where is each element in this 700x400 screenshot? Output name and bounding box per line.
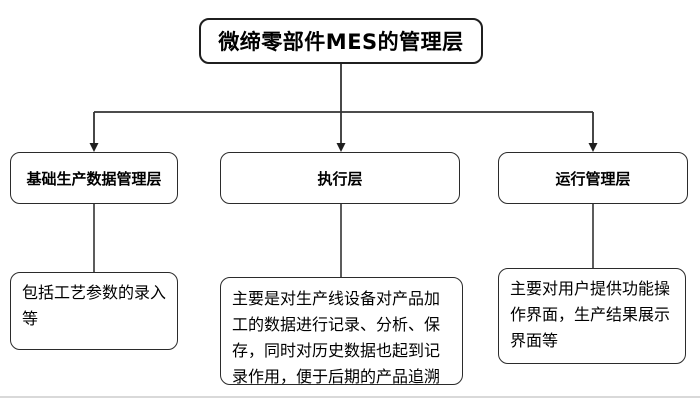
flowchart-node-root: 微缔零部件MES的管理层 [199,18,483,64]
arrowhead-down-icon [89,143,99,152]
flowchart-node-detail-execution-layer: 主要是对生产线设备对产品加工的数据进行记录、分析、保存，同时对历史数据也起到记录… [220,277,463,386]
flowchart-node-header-basic-data-layer: 基础生产数据管理层 [10,152,178,204]
flowchart-node-detail-basic-data-layer: 包括工艺参数的录入等 [10,272,178,350]
arrowhead-down-icon [336,143,346,152]
flowchart-node-header-operation-layer: 运行管理层 [498,152,688,204]
flowchart-node-header-execution-layer: 执行层 [220,152,460,204]
arrowhead-down-icon [588,143,598,152]
bottom-divider [0,396,700,398]
flowchart-node-detail-operation-layer: 主要对用户提供功能操作界面，生产结果展示界面等 [498,268,686,364]
